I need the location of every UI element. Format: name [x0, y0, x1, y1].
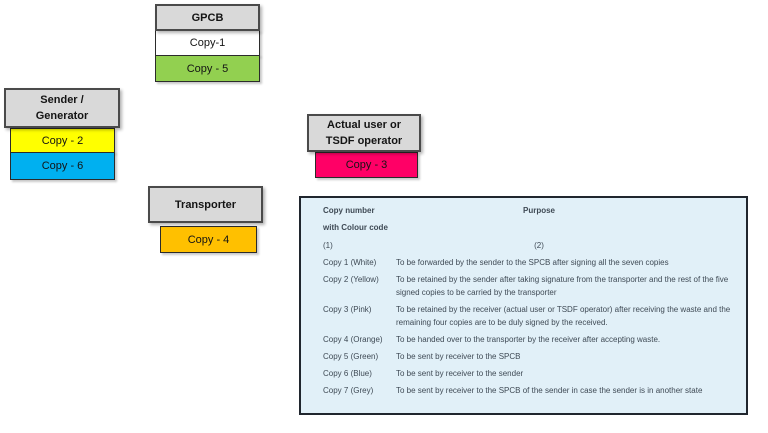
copy-label: Copy 1 (White) — [323, 258, 377, 267]
purpose-text: To be handed over to the transporter by … — [396, 335, 661, 344]
entity-header-gpcb: GPCB — [155, 4, 260, 31]
table-row: Copy 6 (Blue) To be sent by receiver to … — [323, 367, 740, 380]
entity-title-line: GPCB — [191, 11, 224, 24]
copy-label: Copy 3 (Pink) — [323, 305, 372, 314]
table-index-col1: (1) — [323, 241, 333, 250]
table-index-col2: (2) — [534, 241, 544, 250]
table-header-row: Copy number Purpose — [323, 204, 740, 217]
table-header-colour-code: with Colour code — [323, 223, 388, 232]
copy-cell-3-pink: Copy - 3 — [315, 152, 418, 178]
copy-cell-5-green: Copy - 5 — [155, 55, 260, 82]
table-row: Copy 4 (Orange) To be handed over to the… — [323, 333, 740, 346]
purpose-text: To be forwarded by the sender to the SPC… — [396, 258, 669, 267]
copy-label: Copy 6 (Blue) — [323, 369, 372, 378]
table-header-row: with Colour code — [323, 221, 740, 234]
entity-sender-generator: Sender / Generator Copy - 2 Copy - 6 — [4, 88, 120, 180]
table-header-purpose: Purpose — [522, 206, 555, 215]
entity-actual-user-tsdf: Actual user or TSDF operator Copy - 3 — [307, 114, 421, 178]
entity-title-line: Transporter — [174, 198, 237, 211]
copy-purpose-table: Copy number Purpose with Colour code (1)… — [299, 196, 748, 415]
copy-cell-1-white: Copy-1 — [155, 30, 260, 56]
copy-cell-4-orange: Copy - 4 — [160, 226, 257, 253]
copy-cell-6-blue: Copy - 6 — [10, 152, 115, 180]
entity-header-actual-user-tsdf: Actual user or TSDF operator — [307, 114, 421, 152]
table-row: Copy 7 (Grey) To be sent by receiver to … — [323, 384, 740, 397]
copy-cell-2-yellow: Copy - 2 — [10, 128, 115, 153]
table-row: Copy 5 (Green) To be sent by receiver to… — [323, 350, 740, 363]
copy-label: Copy 4 (Orange) — [323, 335, 383, 344]
copy-label: Copy 7 (Grey) — [323, 386, 374, 395]
table-row: Copy 2 (Yellow) To be retained by the se… — [323, 273, 740, 299]
entity-title-line: Generator — [35, 110, 89, 122]
table-row: Copy 3 (Pink) To be retained by the rece… — [323, 303, 740, 329]
copy-label: Copy 5 (Green) — [323, 352, 379, 361]
copy-label: Copy 2 (Yellow) — [323, 275, 379, 284]
purpose-text: To be retained by the receiver (actual u… — [396, 305, 731, 327]
entity-transporter: Transporter Copy - 4 — [148, 186, 263, 253]
entity-title-line: Actual user or — [327, 119, 401, 131]
table-index-row: (1) (2) — [323, 239, 740, 252]
entity-gpcb: GPCB Copy-1 Copy - 5 — [155, 4, 260, 82]
entity-title-line: Sender / — [40, 94, 84, 106]
entity-header-transporter: Transporter — [148, 186, 263, 223]
purpose-text: To be sent by receiver to the sender — [396, 369, 524, 378]
purpose-text: To be retained by the sender after takin… — [396, 275, 729, 297]
purpose-text: To be sent by receiver to the SPCB — [396, 352, 521, 361]
table-header-copy-number: Copy number — [323, 206, 375, 215]
table-row: Copy 1 (White) To be forwarded by the se… — [323, 256, 740, 269]
purpose-text: To be sent by receiver to the SPCB of th… — [396, 386, 703, 395]
entity-header-sender-generator: Sender / Generator — [4, 88, 120, 128]
entity-title-line: TSDF operator — [325, 135, 403, 147]
